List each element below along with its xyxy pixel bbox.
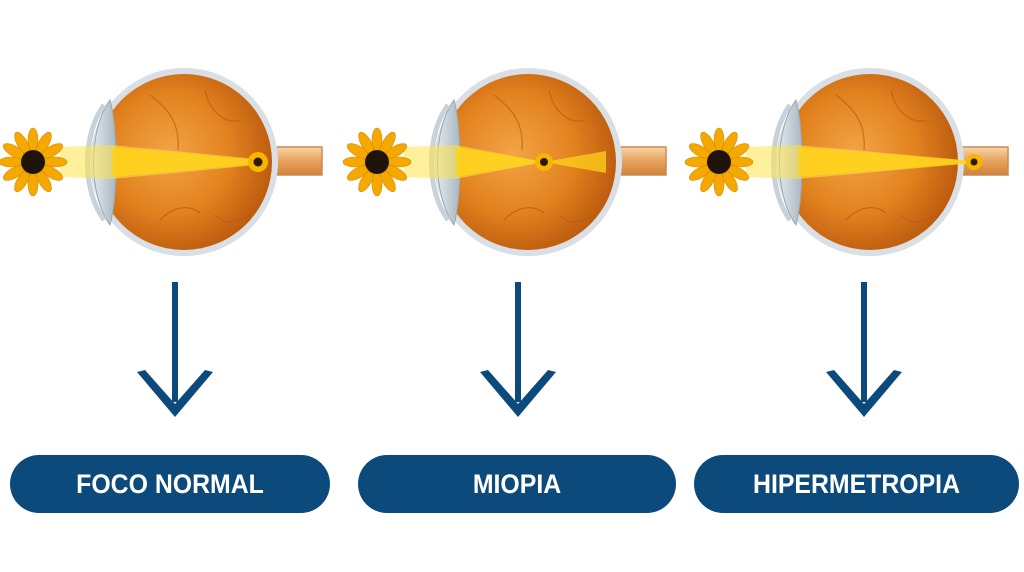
panel-normal-focus: FOCO NORMAL [0, 0, 341, 572]
label-text: MIOPIA [472, 468, 562, 499]
focal-point [535, 153, 553, 171]
down-arrow-icon [826, 282, 902, 417]
label-pill-myopia: MIOPIA [358, 455, 676, 513]
panel-hyperopia: HIPERMETROPIA [684, 0, 1024, 572]
label-pill-normal: FOCO NORMAL [10, 455, 330, 513]
focal-point [248, 152, 268, 172]
label-pill-hyperopia: HIPERMETROPIA [694, 455, 1019, 513]
label-text: FOCO NORMAL [76, 468, 264, 499]
light-beam [404, 145, 606, 179]
eye-illustration-myopia [342, 68, 667, 256]
label-text: HIPERMETROPIA [752, 468, 961, 499]
light-beam [746, 145, 974, 179]
sunflower-icon [684, 127, 754, 197]
light-beam [60, 145, 258, 179]
panel-myopia: MIOPIA [342, 0, 685, 572]
eye-illustration-hyperopia [684, 68, 1009, 256]
sunflower-icon [0, 127, 68, 197]
down-arrow-icon [480, 282, 556, 417]
sunflower-icon [342, 127, 412, 197]
down-arrow-icon [137, 282, 213, 417]
focal-point [966, 154, 982, 170]
eye-illustration-normal [0, 68, 323, 256]
